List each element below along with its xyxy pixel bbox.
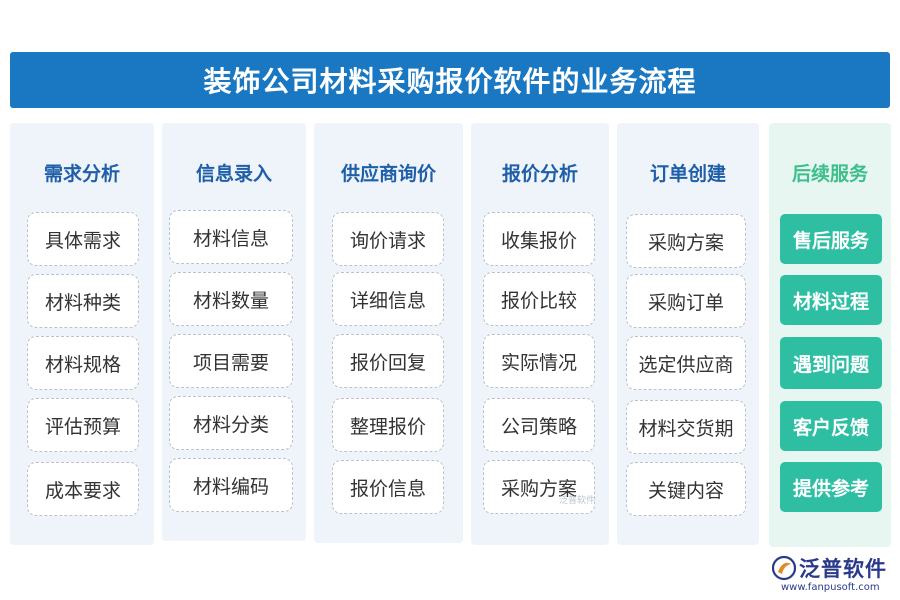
- process-item: 提供参考: [780, 462, 882, 512]
- brand-logo-icon: [771, 555, 797, 581]
- process-item: 材料规格: [27, 336, 139, 390]
- brand-url: www.fanpusoft.com: [781, 582, 880, 593]
- process-item: 遇到问题: [780, 337, 882, 389]
- process-item: 公司策略: [483, 398, 595, 452]
- process-item: 材料种类: [27, 274, 139, 328]
- column-order-creation: 订单创建 采购方案 采购订单 选定供应商 材料交货期 关键内容: [617, 123, 759, 545]
- process-item: 收集报价: [483, 212, 595, 266]
- process-item: 整理报价: [332, 398, 444, 452]
- column-header: 信息录入: [195, 163, 272, 185]
- process-item: 项目需要: [169, 334, 293, 388]
- process-item: 采购方案: [626, 214, 746, 268]
- process-item: 报价回复: [332, 334, 444, 388]
- column-header: 报价分析: [501, 163, 578, 185]
- process-item: 材料分类: [169, 396, 293, 450]
- page-title: 装饰公司材料采购报价软件的业务流程: [10, 52, 890, 108]
- process-item: 实际情况: [483, 334, 595, 388]
- process-item: 采购订单: [626, 274, 746, 328]
- column-demand-analysis: 需求分析 具体需求 材料种类 材料规格 评估预算 成本要求: [10, 123, 154, 545]
- brand-logo: 泛普软件 www.fanpusoft.com: [771, 553, 893, 597]
- process-item: 具体需求: [27, 212, 139, 266]
- column-header: 订单创建: [649, 163, 726, 185]
- column-quote-analysis: 报价分析 收集报价 报价比较 实际情况 公司策略 采购方案: [471, 123, 609, 545]
- column-header: 后续服务: [791, 163, 868, 185]
- process-item: 材料信息: [169, 210, 293, 264]
- process-item: 关键内容: [626, 462, 746, 516]
- watermark: 泛普软件: [559, 496, 596, 506]
- brand-name: 泛普软件: [799, 557, 887, 581]
- column-follow-up-service: 后续服务 售后服务 材料过程 遇到问题 客户反馈 提供参考: [769, 123, 891, 547]
- process-item: 材料过程: [780, 275, 882, 325]
- process-item: 报价比较: [483, 272, 595, 326]
- process-item: 评估预算: [27, 398, 139, 452]
- column-header: 供应商询价: [340, 163, 436, 185]
- process-item: 材料编码: [169, 458, 293, 512]
- process-item: 成本要求: [27, 462, 139, 516]
- process-item: 选定供应商: [626, 336, 746, 390]
- column-header: 需求分析: [43, 163, 120, 185]
- process-item: 客户反馈: [780, 401, 882, 451]
- process-item: 采购方案: [483, 460, 595, 514]
- column-supplier-inquiry: 供应商询价 询价请求 详细信息 报价回复 整理报价 报价信息: [314, 123, 463, 543]
- process-item: 售后服务: [780, 214, 882, 264]
- process-item: 材料交货期: [626, 400, 746, 454]
- column-info-entry: 信息录入 材料信息 材料数量 项目需要 材料分类 材料编码: [162, 123, 306, 541]
- process-item: 询价请求: [332, 212, 444, 266]
- process-item: 详细信息: [332, 272, 444, 326]
- process-item: 材料数量: [169, 272, 293, 326]
- process-item: 报价信息: [332, 460, 444, 514]
